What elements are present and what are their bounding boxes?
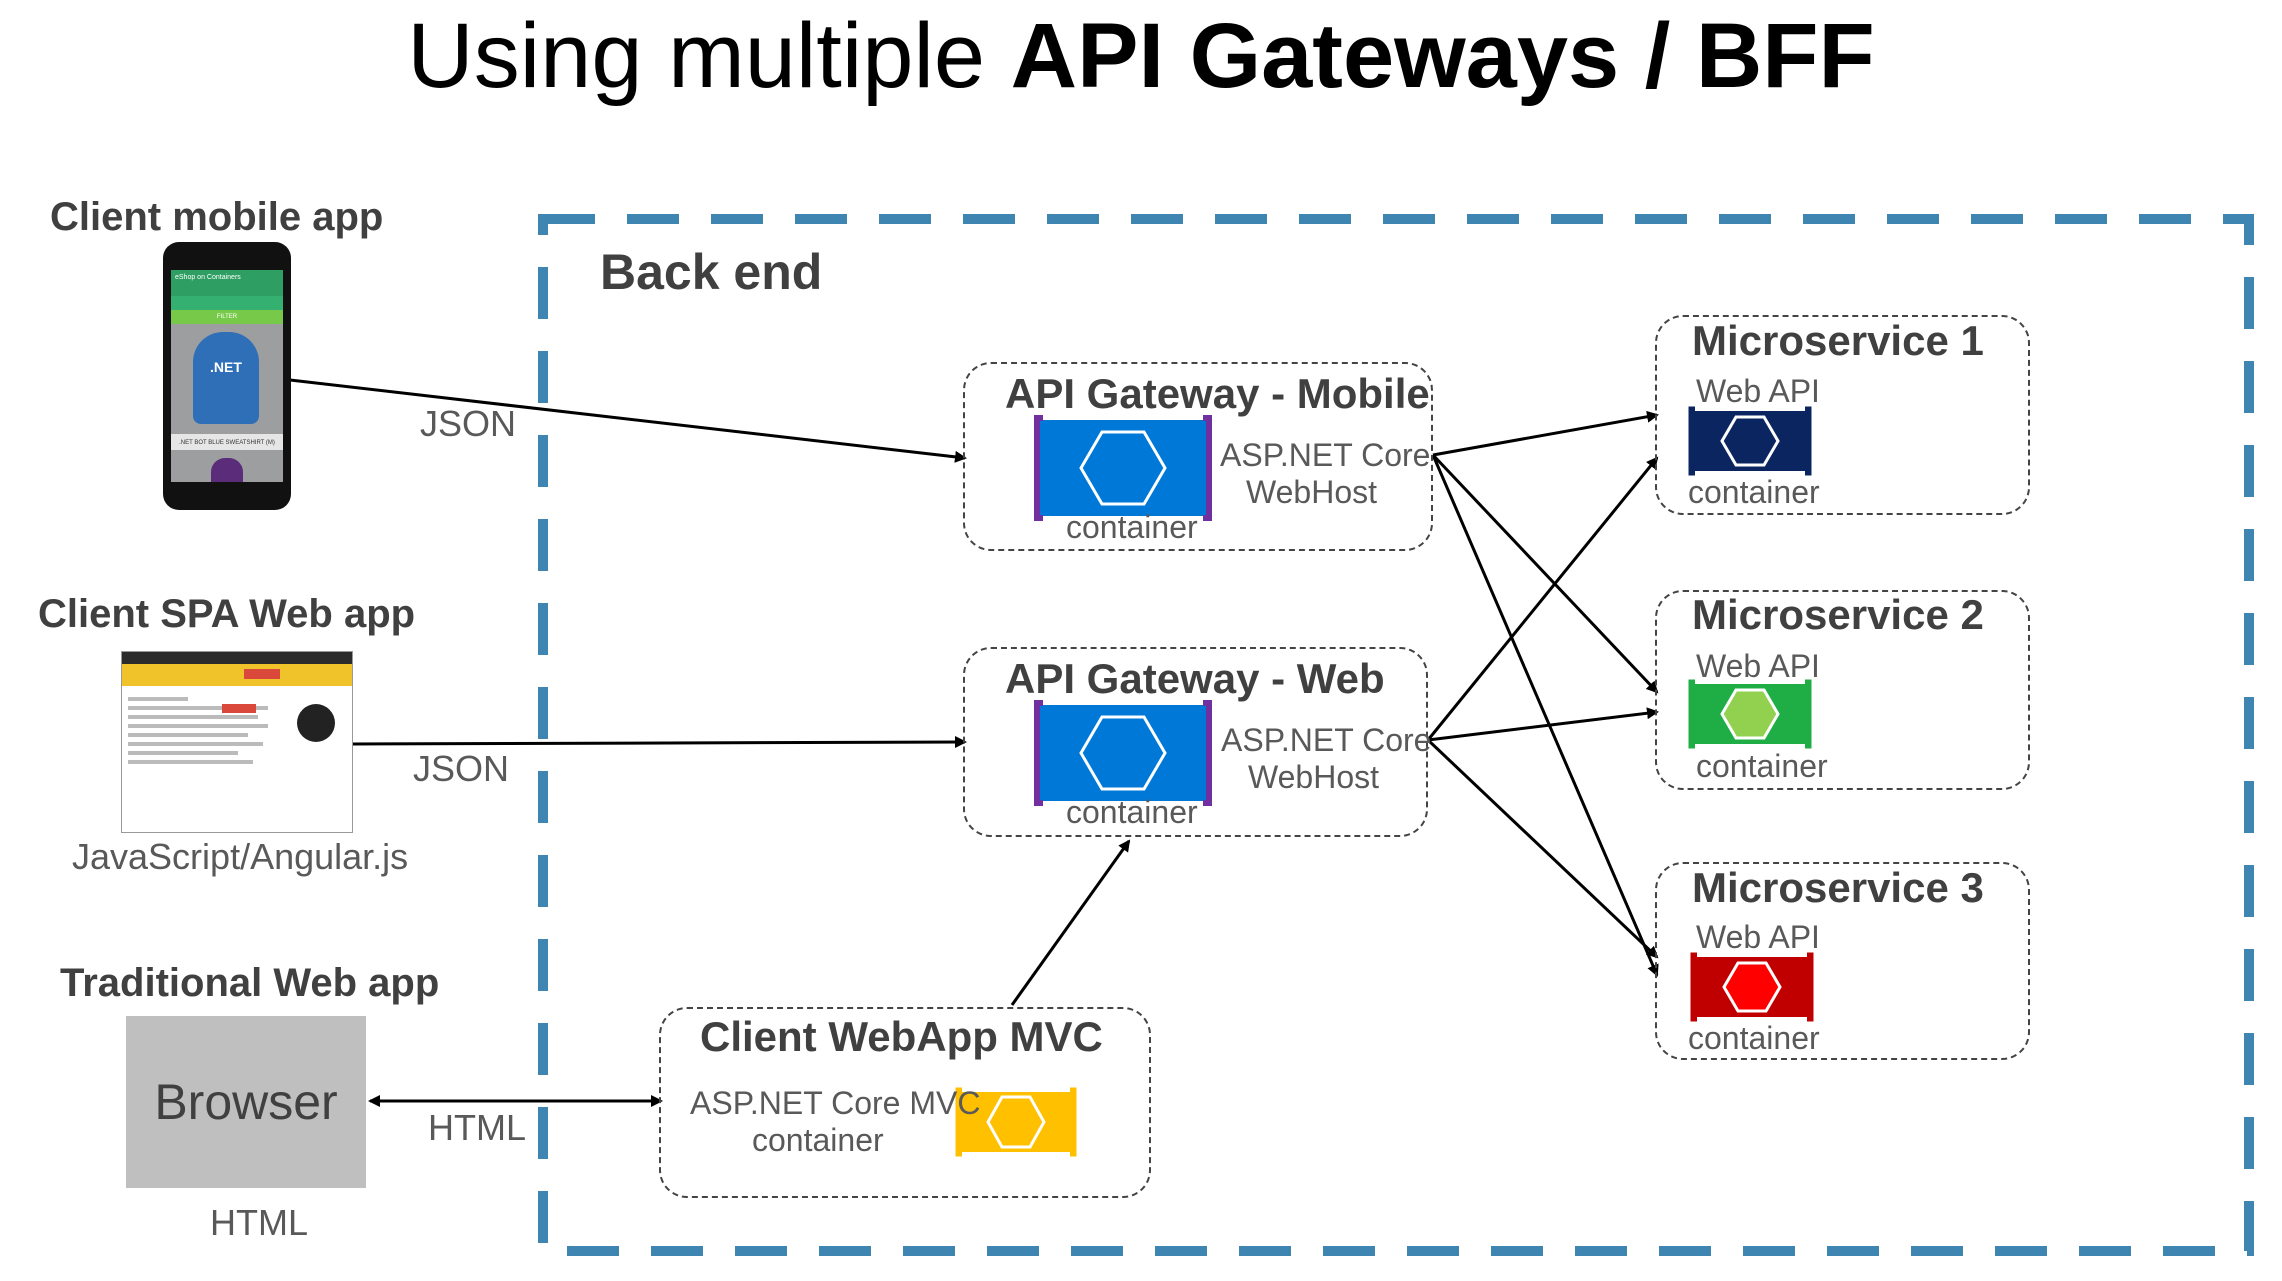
spa-line xyxy=(128,760,253,764)
product-image: .NET xyxy=(171,324,283,434)
spa-avatar xyxy=(297,704,335,742)
spa-line xyxy=(128,724,268,728)
browser-box: Browser xyxy=(126,1016,366,1188)
mvc-line2: container xyxy=(752,1122,884,1158)
hexagon-icon xyxy=(1079,715,1167,791)
ms2-container xyxy=(1688,679,1812,749)
arrow-mobile-to-gateway-mobile xyxy=(289,378,967,463)
spa-red-button xyxy=(222,704,256,713)
microservice-3-title: Microservice 3 xyxy=(1692,864,1984,911)
ms3-container xyxy=(1690,952,1814,1022)
microservice-1-container-label: container xyxy=(1688,474,1820,510)
gateway-web-host-line1: ASP.NET Core xyxy=(1221,722,1432,758)
phone-toolbar xyxy=(171,296,283,310)
gateway-web-box xyxy=(963,647,1428,837)
backend-boundary xyxy=(538,214,2254,1256)
spa-browser-bar xyxy=(122,652,352,664)
arrow-gwweb-ms3 xyxy=(1426,738,1659,959)
mvc-container xyxy=(955,1087,1077,1157)
mobile-phone-image: eShop on Containers FILTER .NET .NET BOT… xyxy=(163,242,291,510)
client-spa-label: Client SPA Web app xyxy=(38,592,416,636)
mvc-box xyxy=(659,1007,1151,1198)
phone-app-title: eShop on Containers xyxy=(171,270,283,296)
product-image-2 xyxy=(171,450,283,482)
spa-line xyxy=(128,697,188,701)
spa-line xyxy=(128,751,238,755)
title-bold: API Gateways / BFF xyxy=(1010,5,1875,107)
gateway-mobile-host-line1: ASP.NET Core xyxy=(1220,437,1431,473)
client-mobile-label: Client mobile app xyxy=(50,195,384,239)
gateway-mobile-container xyxy=(1034,415,1212,521)
spa-line xyxy=(128,706,268,710)
phone-screen: eShop on Containers FILTER .NET .NET BOT… xyxy=(171,270,283,482)
traditional-protocol: HTML xyxy=(428,1107,526,1148)
hexagon-icon xyxy=(1079,430,1167,506)
arrow-gwweb-ms1 xyxy=(1426,456,1659,741)
gateway-mobile-box xyxy=(963,362,1433,551)
microservice-1-box xyxy=(1655,315,2030,515)
ms1-container xyxy=(1688,406,1812,476)
traditional-label: Traditional Web app xyxy=(60,961,440,1005)
gateway-mobile-title: API Gateway - Mobile xyxy=(1005,370,1430,417)
gateway-mobile-host-line2: WebHost xyxy=(1246,474,1378,510)
hoodie-2 xyxy=(211,458,243,482)
microservice-2-container-label: container xyxy=(1696,748,1828,784)
arrow-gwweb-ms2 xyxy=(1427,707,1659,742)
microservice-2-title: Microservice 2 xyxy=(1692,591,1984,638)
spa-header-button xyxy=(244,669,280,679)
arrow-gwmobile-ms1 xyxy=(1432,410,1659,457)
gateway-web-title: API Gateway - Web xyxy=(1005,655,1385,702)
page-title: Using multiple API Gateways / BFF xyxy=(0,4,2282,109)
arrow-gwmobile-ms3 xyxy=(1431,454,1659,977)
arrow-spa-to-gateway-web xyxy=(352,736,967,749)
microservice-3-box xyxy=(1655,862,2030,1060)
mvc-line1: ASP.NET Core MVC xyxy=(690,1085,981,1121)
microservice-2-box xyxy=(1655,590,2030,790)
hoodie-logo: .NET xyxy=(193,332,259,424)
arrow-gwmobile-ms2 xyxy=(1431,453,1659,694)
spa-line xyxy=(128,742,263,746)
microservice-2-api: Web API xyxy=(1696,648,1820,684)
hexagon-icon xyxy=(1720,415,1780,467)
gateway-mobile-container-label: container xyxy=(1066,509,1198,545)
microservice-1-api: Web API xyxy=(1696,373,1820,409)
gateway-web-container-label: container xyxy=(1066,794,1198,830)
microservice-3-container-label: container xyxy=(1688,1020,1820,1056)
hexagon-icon xyxy=(1722,961,1782,1013)
microservice-1-title: Microservice 1 xyxy=(1692,317,1984,364)
spa-screenshot-image xyxy=(121,651,353,833)
gateway-web-container xyxy=(1034,700,1212,806)
title-normal: Using multiple xyxy=(407,5,1011,107)
spa-line xyxy=(128,733,248,737)
product-name: .NET BOT BLUE SWEATSHIRT (M) xyxy=(179,440,275,446)
mvc-title: Client WebApp MVC xyxy=(700,1013,1103,1060)
spa-line xyxy=(128,715,258,719)
spa-content xyxy=(122,686,352,775)
gateway-web-host-line2: WebHost xyxy=(1248,759,1380,795)
spa-tech-label: JavaScript/Angular.js xyxy=(72,836,409,877)
traditional-caption: HTML xyxy=(210,1202,308,1243)
microservice-3-api: Web API xyxy=(1696,919,1820,955)
phone-filter-button: FILTER xyxy=(171,310,283,324)
hexagon-icon xyxy=(986,1095,1046,1149)
spa-protocol: JSON xyxy=(413,748,510,789)
arrow-mvc-to-gateway-web xyxy=(1010,839,1131,1006)
hexagon-icon xyxy=(1720,688,1780,740)
backend-label: Back end xyxy=(600,244,823,300)
mobile-protocol: JSON xyxy=(420,403,517,444)
spa-site-header xyxy=(122,664,352,686)
